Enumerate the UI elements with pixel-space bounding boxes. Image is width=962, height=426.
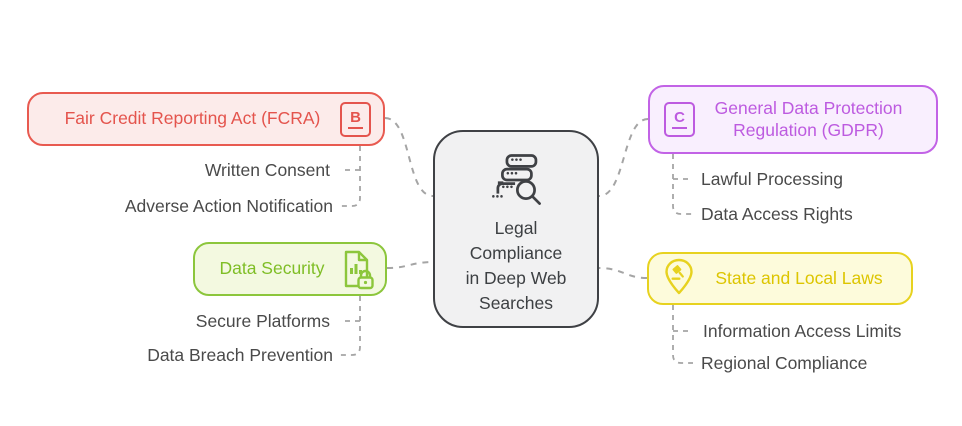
leaf-data-breach-prevention: Data Breach Prevention — [147, 345, 333, 365]
node-state-local-laws-label: State and Local Laws — [715, 267, 883, 288]
connector-statelaw-center — [598, 267, 648, 279]
node-state-local-laws: State and Local Laws — [647, 252, 913, 305]
underlined-c-icon: C — [664, 102, 695, 137]
node-fcra-label: Fair Credit Reporting Act (FCRA) — [64, 108, 321, 129]
leaf-data-access-rights: Data Access Rights — [701, 204, 853, 224]
leaf-regional-compliance: Regional Compliance — [701, 353, 868, 373]
connector-fcra-center — [384, 117, 434, 197]
secure-report-icon — [344, 250, 374, 290]
connector-datasec-child2 — [338, 296, 361, 356]
connector-gdpr-center — [598, 118, 649, 197]
leaf-written-consent: Written Consent — [204, 160, 330, 180]
center-title: Legal Compliance in Deep Web Searches — [465, 218, 567, 313]
node-data-security: Data Security — [193, 242, 387, 296]
node-fcra: Fair Credit Reporting Act (FCRA) B — [27, 92, 385, 146]
law-location-pin-icon — [665, 258, 693, 295]
node-center: Legal Compliance in Deep Web Searches — [433, 130, 599, 328]
node-data-security-label: Data Security — [219, 258, 325, 279]
node-gdpr: C General Data Protection Regulation (GD… — [648, 85, 938, 154]
server-search-icon — [492, 154, 541, 205]
leaf-lawful-processing: Lawful Processing — [701, 169, 844, 189]
connector-fcra-child2 — [340, 146, 361, 207]
leaf-information-access-limits: Information Access Limits — [703, 321, 902, 341]
connector-gdpr-child2 — [672, 154, 693, 215]
leaf-adverse-action-notification: Adverse Action Notification — [124, 196, 333, 216]
underlined-b-icon: B — [340, 101, 371, 137]
connector-datasec-center — [386, 261, 434, 269]
connector-statelaw-child2 — [672, 305, 693, 364]
leaf-secure-platforms: Secure Platforms — [195, 311, 330, 331]
node-gdpr-label: General Data Protection Regulation (GDPR… — [714, 97, 903, 140]
